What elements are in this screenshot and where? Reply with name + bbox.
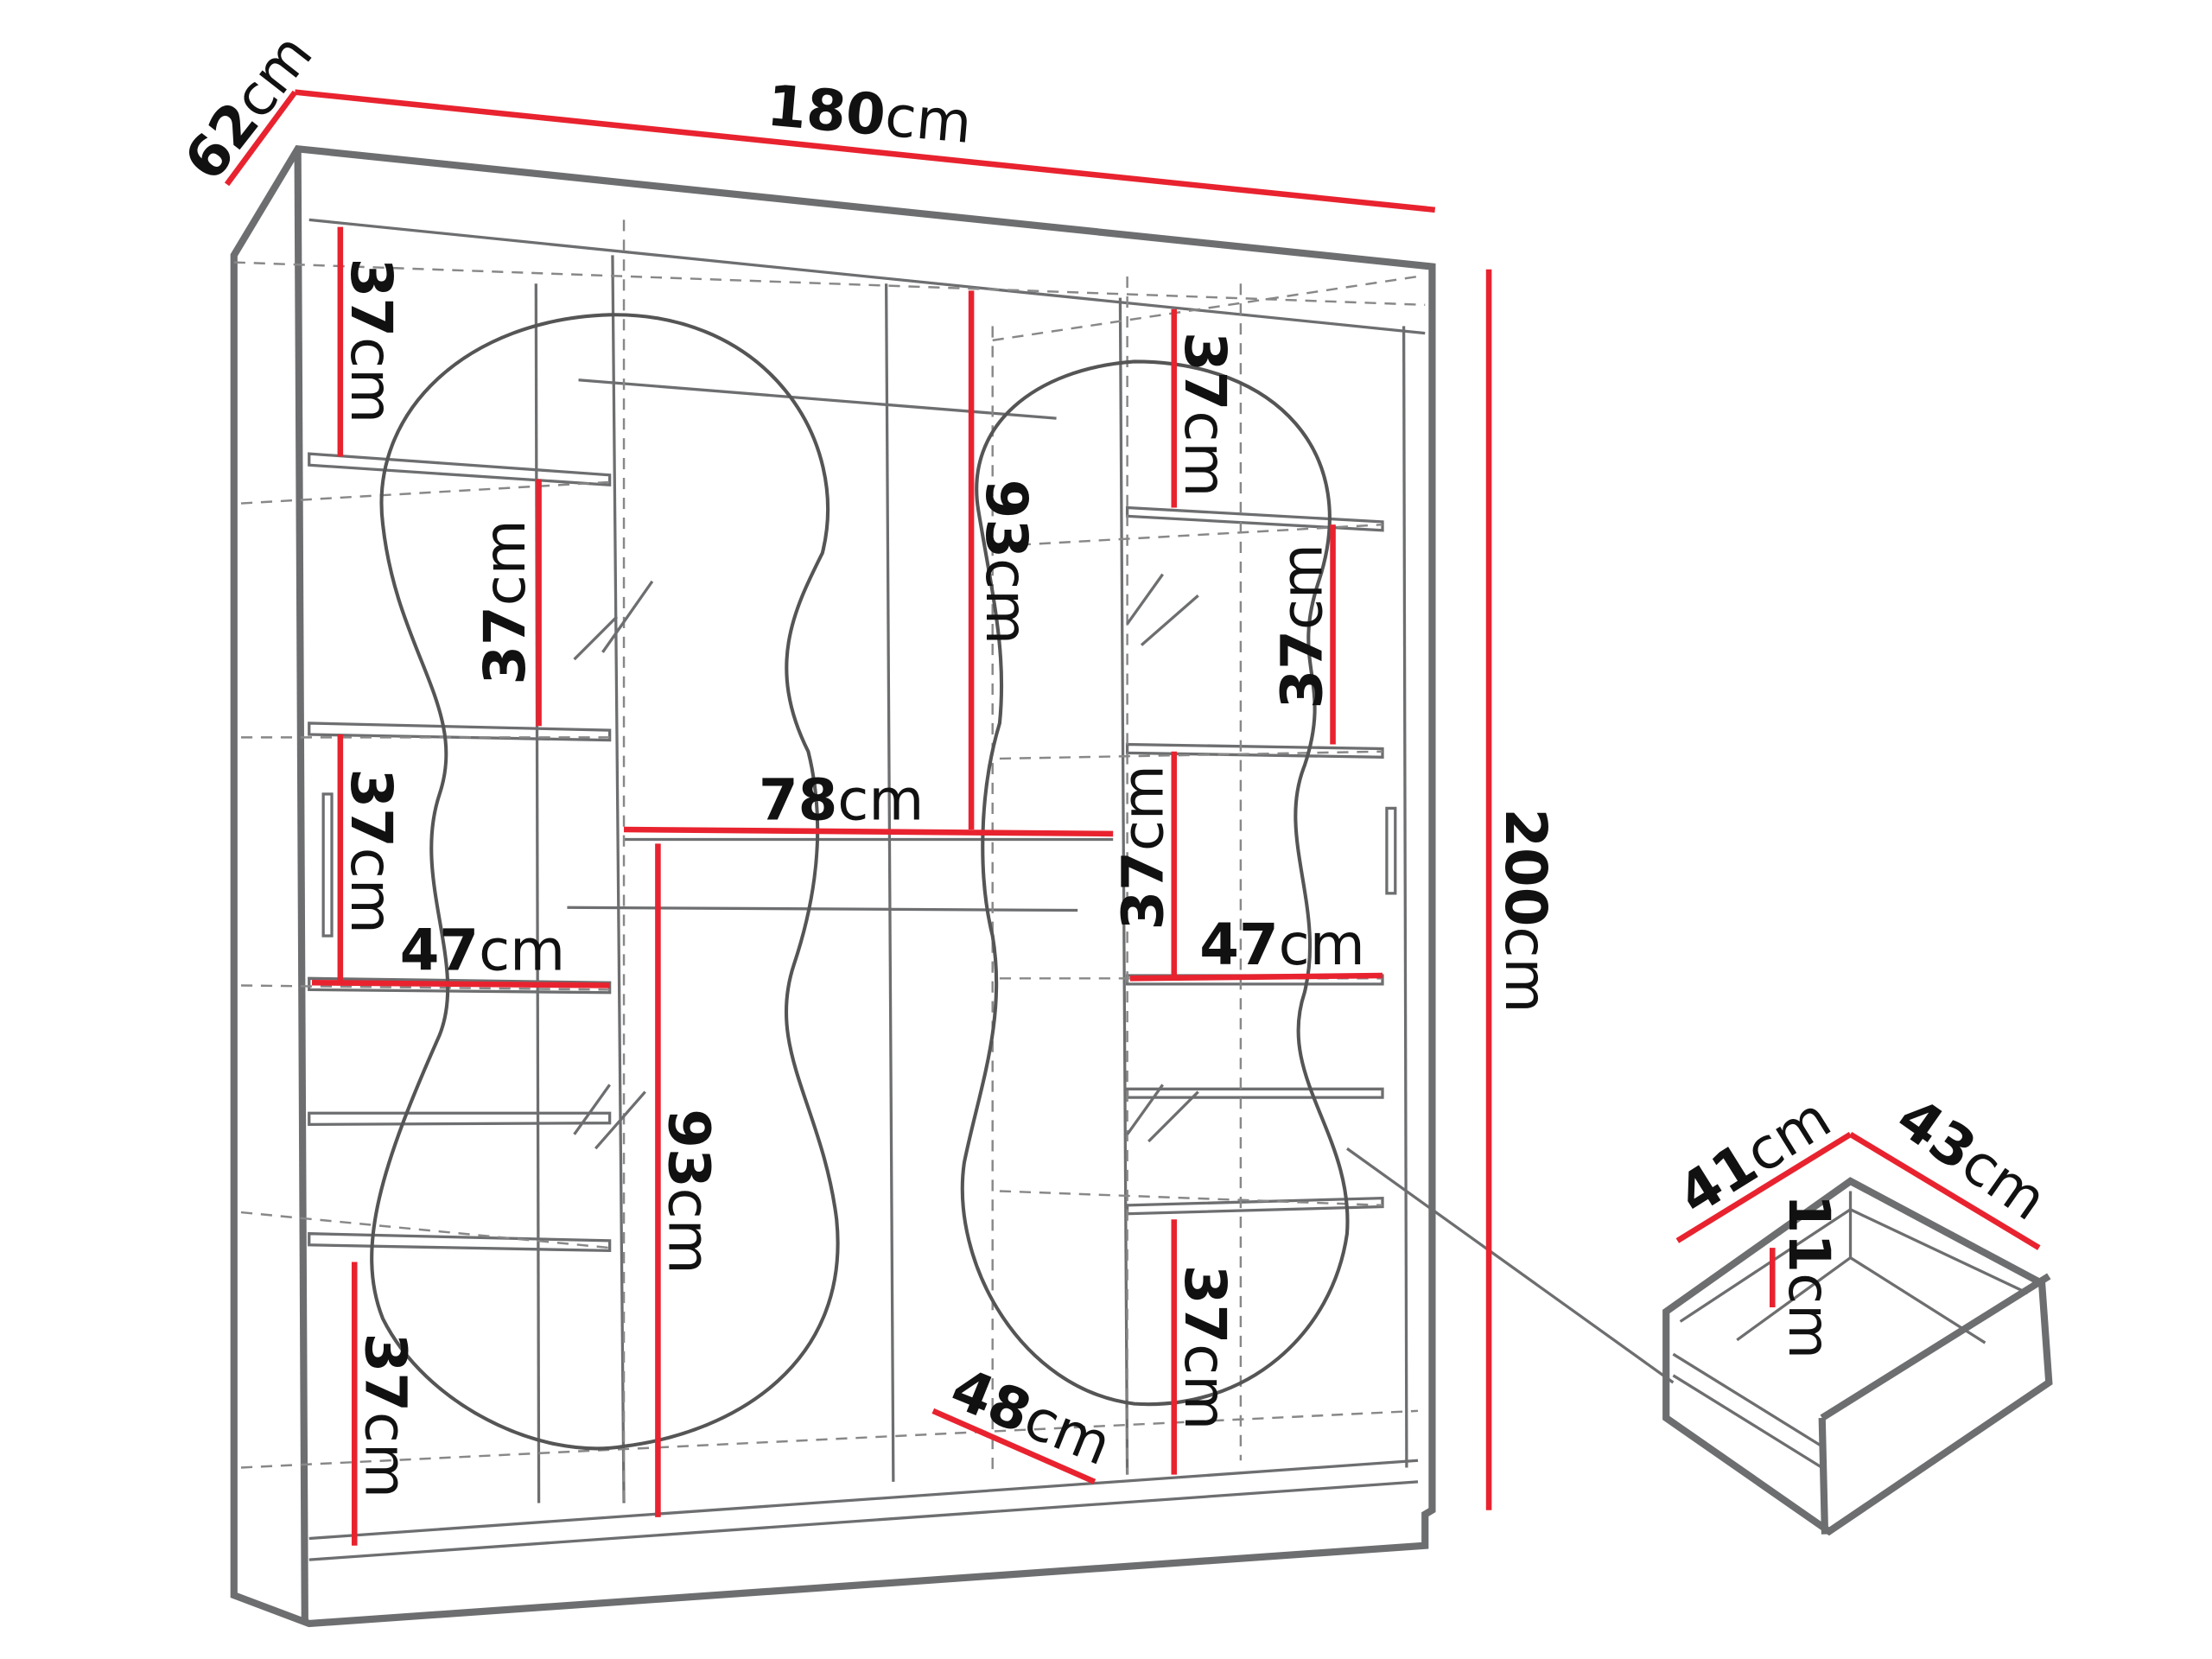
label-right-mid-shelf: 37cm — [1269, 543, 1335, 709]
label-right-shelf-width: 47cm — [1199, 912, 1364, 978]
wardrobe-outline — [230, 144, 1436, 1628]
label-left-low-shelf: 37cm — [338, 768, 404, 933]
label-left-hanging: 93cm — [656, 1109, 721, 1274]
label-inner-depth: 48cm — [942, 1356, 1120, 1478]
label-right-hanging: 93cm — [973, 480, 1039, 645]
label-depth: 62cm — [172, 22, 326, 194]
label-right-bottom-shelf: 37cm — [1172, 1265, 1237, 1430]
drawer-callout-line — [1346, 1147, 1675, 1384]
label-left-top-shelf: 37cm — [338, 258, 404, 423]
label-width: 180cm — [765, 73, 975, 156]
label-left-bottom-shelf: 37cm — [352, 1333, 417, 1498]
mirror-reflection-marks — [573, 573, 1199, 1150]
label-left-mid-shelf: 37cm — [473, 519, 538, 684]
labels: 62cm 180cm 200cm 37cm 37cm 37cm 47cm 37c… — [172, 22, 2058, 1498]
drawer-illustration — [1662, 1177, 2053, 1536]
label-right-top-shelf: 37cm — [1172, 332, 1237, 497]
label-left-shelf-width: 47cm — [400, 918, 565, 983]
left-mirror-outline — [370, 313, 840, 1451]
label-drawer-height: 11cm — [1776, 1194, 1841, 1359]
label-right-low-shelf: 37cm — [1111, 765, 1177, 930]
label-height: 200cm — [1492, 808, 1558, 1013]
label-rail-width: 78cm — [759, 768, 924, 834]
dimension-lines — [224, 89, 2041, 1546]
right-mirror-outline — [960, 359, 1350, 1407]
